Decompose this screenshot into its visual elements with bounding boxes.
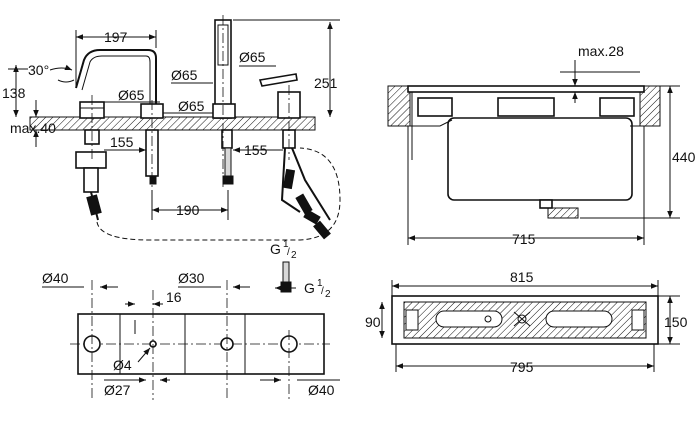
counter-right: [639, 85, 661, 127]
valve-body: [75, 151, 107, 169]
dim-190: 190: [176, 202, 200, 218]
dim-715: 715: [512, 231, 536, 247]
sink-basin: [447, 117, 633, 201]
dim-440: 440: [672, 149, 696, 165]
dim-90: 90: [365, 314, 381, 330]
sink-top-view: 815 90 150 795: [365, 269, 688, 375]
dim-dia4: Ø4: [113, 357, 132, 373]
dim-815: 815: [510, 269, 534, 285]
thread-label-bottom: G 1 / 2: [304, 278, 331, 300]
dim-dia65-mid: Ø65: [178, 98, 205, 114]
spout: [75, 49, 157, 118]
dim-197: 197: [104, 29, 128, 45]
sink-section-view: max.28 440 715: [387, 43, 696, 247]
spout-inner: [81, 55, 151, 118]
thread-label-top: G 1 / 2: [270, 239, 297, 261]
svg-text:1: 1: [317, 278, 323, 289]
dim-dia65-shower: Ø65: [171, 67, 198, 83]
svg-text:2: 2: [325, 289, 331, 300]
dim-dia65-spout: Ø65: [118, 87, 145, 103]
dim-251: 251: [314, 75, 338, 91]
dim-dia40-right: Ø40: [308, 382, 335, 398]
dim-max40: max.40: [10, 120, 56, 136]
counter-top-edge: [407, 85, 645, 93]
dim-150: 150: [664, 314, 688, 330]
countertop: [29, 116, 316, 131]
faucet-side-view: 197 30° 138 max.40 251 Ø65 Ø65 Ø65 Ø65 1…: [2, 15, 341, 300]
svg-text:1: 1: [283, 239, 289, 250]
drilling-template: Ø40 Ø30 16 Ø4 Ø27 Ø40: [42, 270, 340, 400]
dim-dia65-lever: Ø65: [239, 49, 266, 65]
svg-text:G: G: [304, 280, 315, 296]
dim-16: 16: [166, 289, 182, 305]
slot-left: [435, 310, 503, 328]
counter-left: [387, 85, 411, 127]
dim-max28: max.28: [578, 43, 624, 59]
dim-155-right: 155: [244, 142, 268, 158]
slot-right: [545, 310, 613, 328]
dim-795: 795: [510, 359, 534, 375]
lever: [258, 73, 298, 87]
svg-text:/: /: [321, 286, 324, 297]
dim-dia30: Ø30: [178, 270, 205, 286]
hose-loop: [96, 147, 341, 241]
dim-138: 138: [2, 85, 26, 101]
svg-text:2: 2: [291, 250, 297, 261]
dim-155-left: 155: [110, 134, 134, 150]
svg-text:G: G: [270, 241, 281, 257]
svg-text:/: /: [287, 247, 290, 258]
dim-angle-30: 30°: [28, 62, 49, 78]
drain: [547, 207, 579, 219]
dim-dia40-left: Ø40: [42, 270, 69, 286]
dim-dia27: Ø27: [104, 382, 131, 398]
